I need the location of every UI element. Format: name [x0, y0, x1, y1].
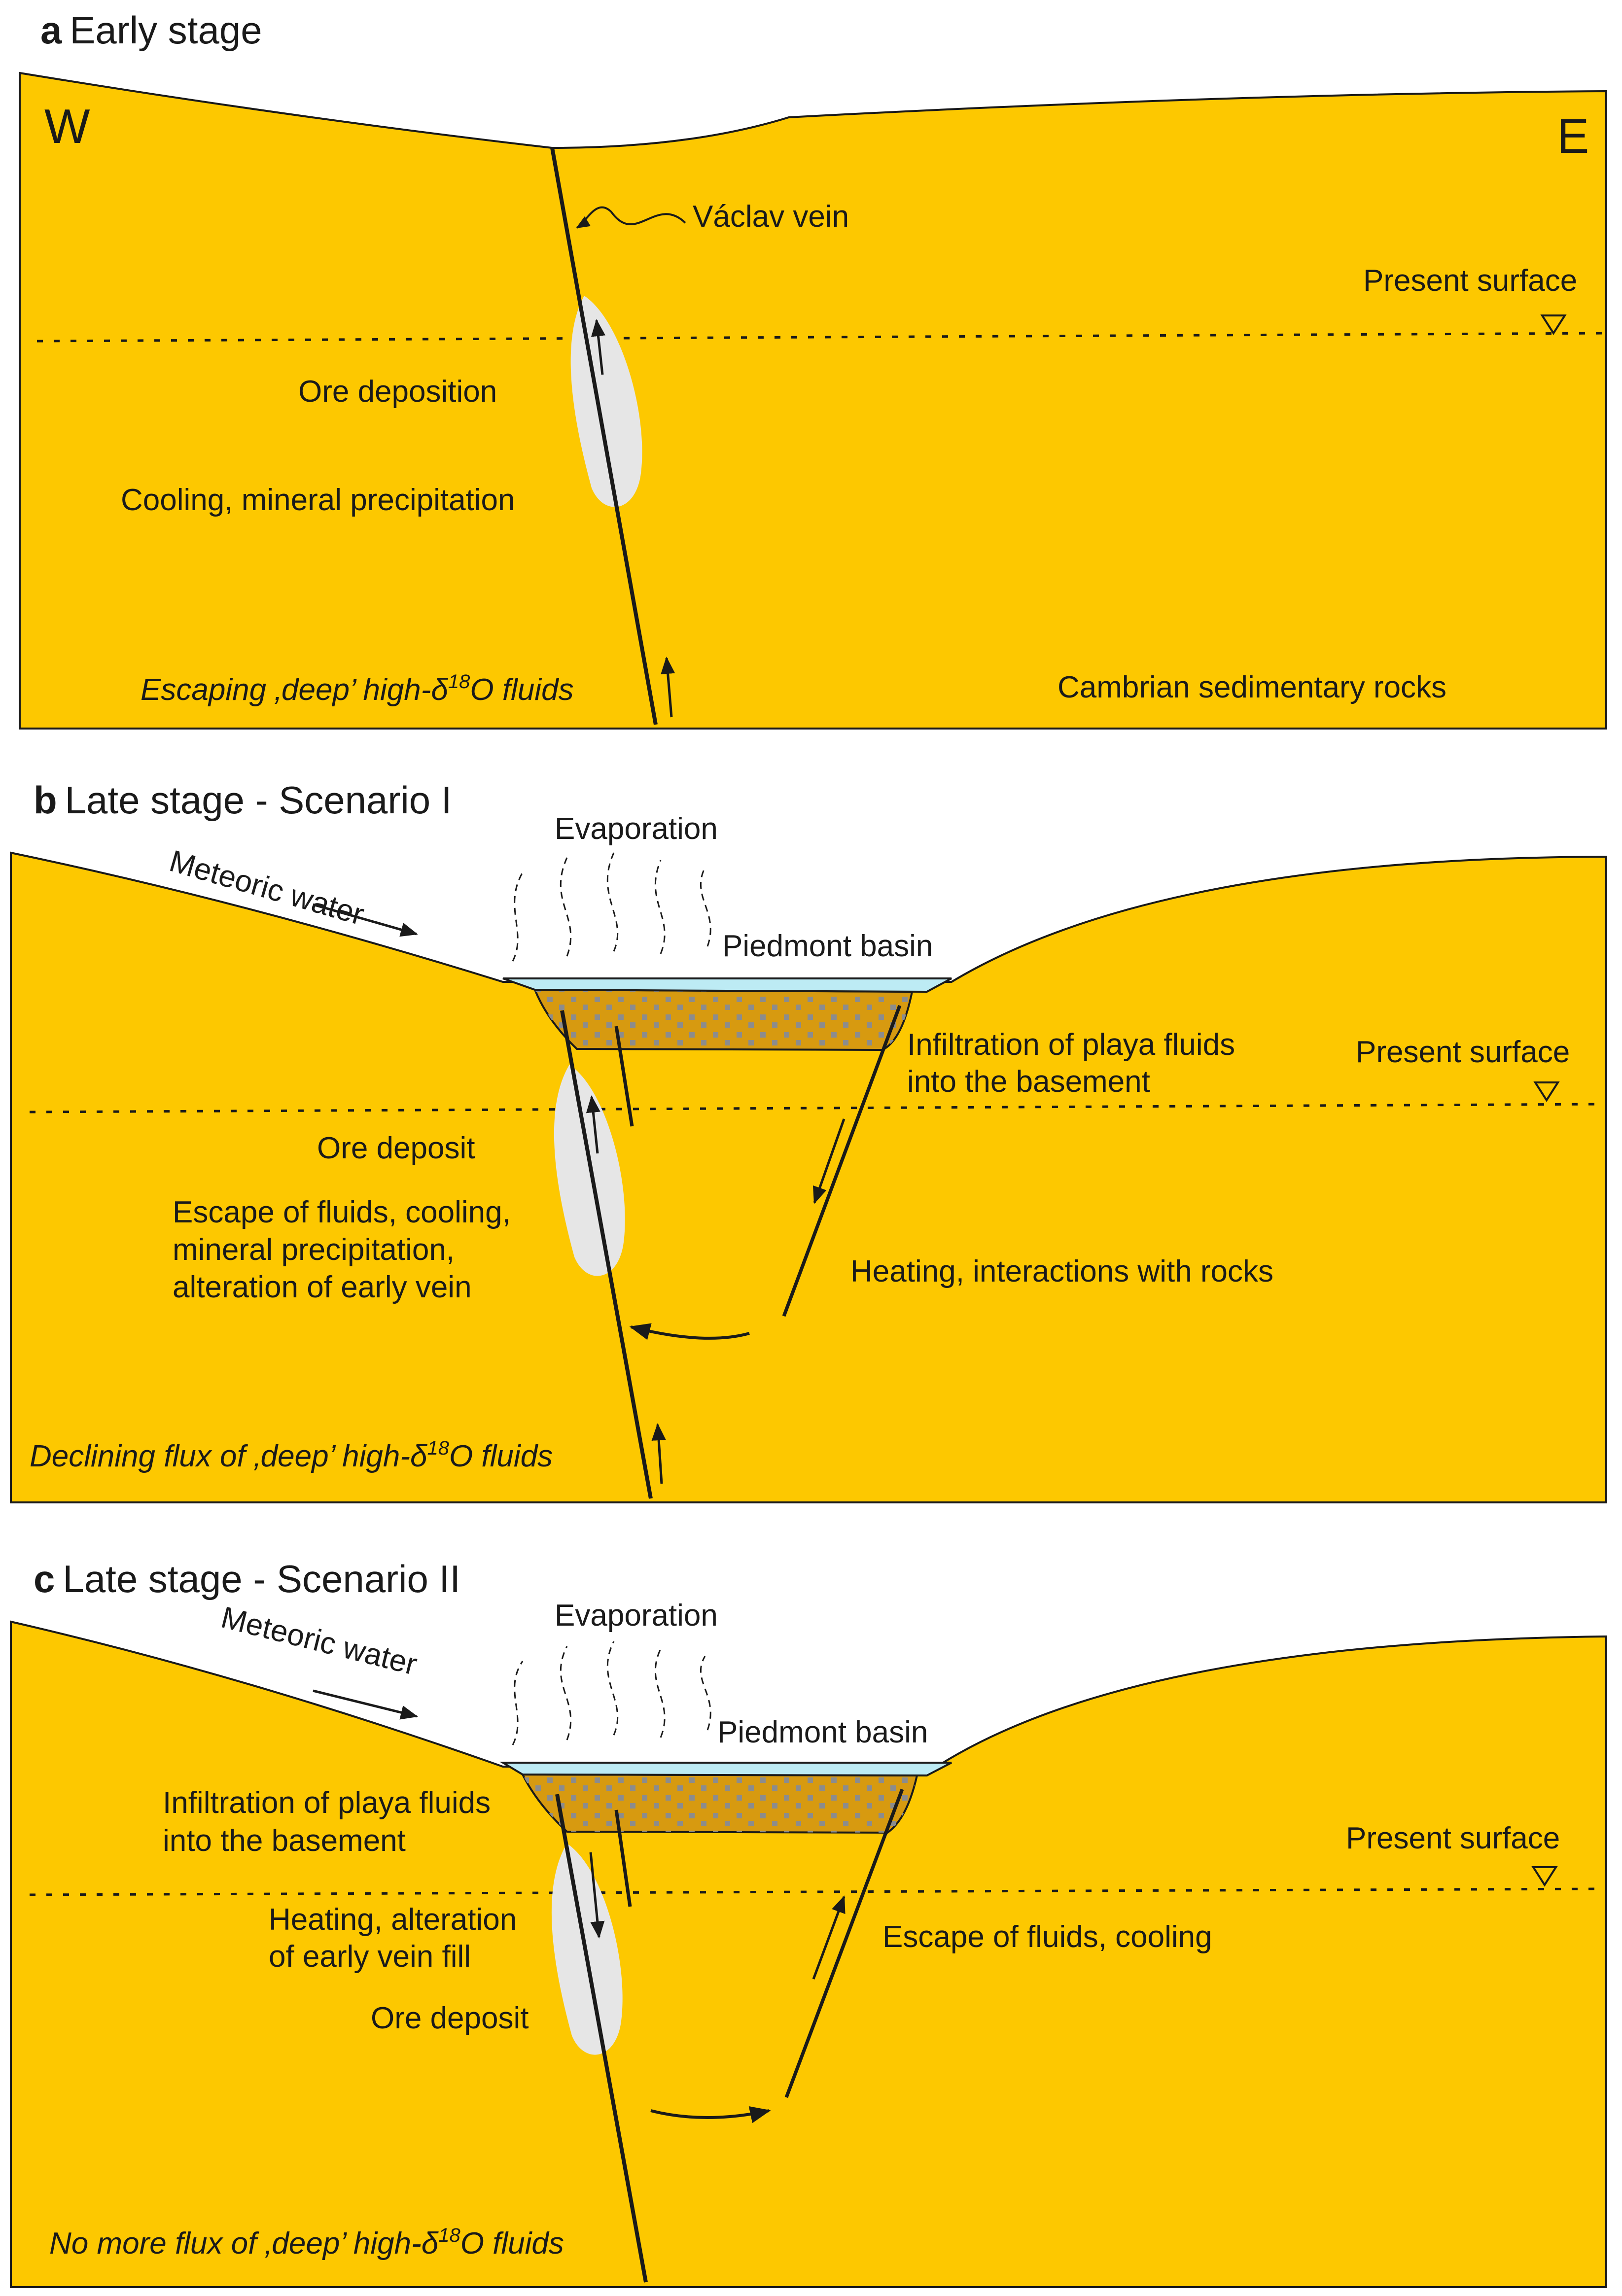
panel-a-letter: a	[40, 8, 62, 52]
panel-b-escape-label-line3: alteration of early vein	[173, 1270, 472, 1304]
panel-c-heating-label-line2: of early vein fill	[269, 1940, 471, 1974]
panel-c-vaclav-vein-line	[555, 1794, 648, 2283]
panel-b-east-fault-line	[782, 1005, 902, 1317]
panel-b-infiltration-label-line2: into the basement	[907, 1065, 1150, 1099]
panel-b-escape-label-line1: Escape of fluids, cooling,	[173, 1195, 511, 1229]
panel-c-ore-deposit-label: Ore deposit	[371, 2001, 529, 2035]
panel-b-escape-label-line2: mineral precipitation,	[173, 1233, 455, 1267]
present-surface-marker-icon	[1531, 1866, 1558, 1887]
panel-b-evaporation-label: Evaporation	[555, 812, 718, 846]
panel-c-present-surface-line	[29, 1887, 1603, 1896]
panel-c-present-surface-label: Present surface	[1346, 1821, 1560, 1855]
panel-a-deep-fluids-label: Escaping ‚deep’ high-δ18O fluids	[141, 671, 574, 707]
panel-a-rock-body	[19, 71, 1607, 730]
panel-c-meteoric-water-label: Meteoric water	[218, 1600, 421, 1682]
panel-b-heating-label: Heating, interactions with rocks	[850, 1254, 1273, 1288]
panel-c-basin-fault-short	[614, 1809, 632, 1907]
panel-c-lateral-flow-arrow-icon	[650, 2106, 771, 2123]
vaclav-vein-label: Václav vein	[693, 200, 849, 234]
present-surface-marker-icon	[1540, 314, 1567, 335]
panel-b-meteoric-arrow-icon	[313, 903, 418, 937]
panel-b-vein-upflow-arrow-icon	[586, 1095, 600, 1154]
panel-c-meteoric-arrow-icon	[313, 1689, 418, 1720]
panel-c-evaporation-label: Evaporation	[555, 1599, 718, 1633]
panel-c-east-fault-line	[784, 1788, 904, 2098]
panel-b-deep-fluids-label: Declining flux of ‚deep’ high-δ18O fluid…	[30, 1437, 553, 1473]
panel-c-vein-downflow-arrow-icon	[589, 1852, 605, 1939]
panel-b-rock-body	[10, 851, 1607, 1503]
panel-b-infiltration-label-line1: Infiltration of playa fluids	[907, 1028, 1235, 1062]
panel-c-evaporation-wisps-icon	[512, 1641, 711, 1745]
panel-a-deep-fluid-arrow-1-icon	[661, 657, 675, 718]
panel-c-infiltration-label-line2: into the basement	[163, 1824, 406, 1858]
cambrian-rocks-label: Cambrian sedimentary rocks	[1058, 670, 1446, 704]
panel-b-present-surface-line	[29, 1103, 1603, 1113]
panel-b-fault-downflow-arrow-icon	[812, 1118, 846, 1204]
panel-c-escape-label: Escape of fluids, cooling	[882, 1920, 1212, 1954]
panel-c-heating-label-line1: Heating, alteration	[269, 1903, 517, 1937]
panel-a-present-surface-label: Present surface	[1363, 264, 1577, 298]
panel-c-infiltration-label-line1: Infiltration of playa fluids	[163, 1786, 491, 1820]
panel-a-title: Early stage	[70, 8, 262, 52]
panel-b-vaclav-vein-line	[560, 1010, 653, 1499]
ore-deposition-label: Ore deposition	[298, 375, 497, 409]
panel-b-title: Late stage - Scenario I	[65, 778, 452, 822]
panel-c-deep-fluids-label: No more flux of ‚deep’ high-δ18O fluids	[49, 2225, 564, 2261]
panel-b-deep-fluid-arrow-1-icon	[651, 1423, 666, 1484]
panel-a-vaclav-vein-line	[550, 147, 658, 725]
east-label: E	[1557, 109, 1589, 163]
panel-b-piedmont-basin-label: Piedmont basin	[722, 929, 933, 963]
panel-c-title: Late stage - Scenario II	[63, 1557, 460, 1600]
panel-b-playa-water	[502, 977, 952, 993]
west-label: W	[44, 99, 90, 153]
panel-b-ore-deposit-label: Ore deposit	[317, 1131, 475, 1165]
panel-b-return-flow-arrow-icon	[629, 1323, 750, 1340]
present-surface-marker-icon	[1533, 1081, 1560, 1102]
panel-c-playa-water	[499, 1762, 952, 1777]
panel-c-letter: c	[34, 1557, 55, 1600]
panel-c-basin-dot-pattern	[523, 1774, 917, 1833]
panel-b-present-surface-label: Present surface	[1356, 1035, 1570, 1069]
panel-b-letter: b	[34, 778, 57, 822]
cooling-precipitation-label: Cooling, mineral precipitation	[121, 483, 515, 517]
panel-b-evaporation-wisps-icon	[512, 852, 711, 962]
panel-a-vein-pointer-arrow-icon	[576, 206, 686, 229]
panel-c-fault-upflow-arrow-icon	[812, 1895, 846, 1980]
panel-c-rock-body	[10, 1620, 1607, 2288]
panel-c-piedmont-basin-label: Piedmont basin	[717, 1715, 928, 1749]
panel-b-basin-fault-short	[614, 1026, 634, 1127]
panel-b-basin-dot-pattern	[535, 990, 912, 1050]
panel-a-upflow-arrow-icon	[591, 319, 605, 375]
